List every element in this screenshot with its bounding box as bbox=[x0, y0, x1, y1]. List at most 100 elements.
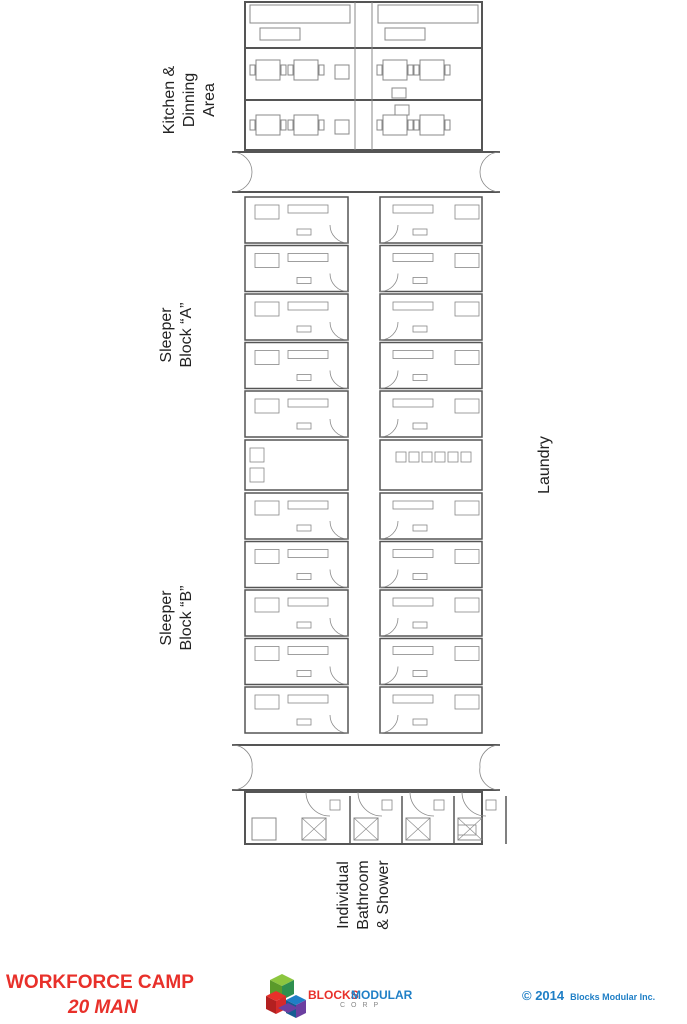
sleeper-room-right bbox=[379, 589, 483, 637]
blocks-modular-logo-icon bbox=[266, 974, 306, 1018]
desk-icon bbox=[287, 301, 329, 311]
sleeper-room-right bbox=[379, 540, 483, 589]
bathroom-label-line-2: Bathroom bbox=[355, 860, 372, 930]
shower-icon bbox=[353, 817, 379, 841]
sleeper-room-right bbox=[379, 637, 483, 686]
dining-chair bbox=[280, 119, 287, 131]
sleeper-room-left bbox=[244, 390, 349, 438]
bed-icon bbox=[254, 597, 280, 613]
desk-icon bbox=[392, 597, 434, 607]
room-door-swing-icon bbox=[379, 224, 399, 244]
dining-table bbox=[293, 114, 319, 136]
washer-icon bbox=[457, 824, 477, 836]
bed-icon bbox=[454, 500, 480, 516]
camp-capacity-subtitle: 20 MAN bbox=[68, 997, 138, 1018]
dining-table bbox=[382, 114, 408, 136]
sleeper-a-label-line-2: Block “A” bbox=[178, 302, 195, 368]
dining-chair bbox=[444, 119, 451, 131]
dining-chair bbox=[334, 119, 350, 135]
kitchen-appliance bbox=[259, 27, 301, 41]
chair-icon bbox=[412, 621, 428, 629]
chair-icon bbox=[296, 670, 312, 677]
utility-module-left bbox=[244, 439, 349, 491]
room-door-swing-icon bbox=[379, 617, 399, 637]
washer-icon bbox=[408, 451, 420, 463]
sleeper-room-left bbox=[244, 492, 349, 540]
dining-chair bbox=[287, 64, 294, 76]
shower-icon bbox=[251, 817, 277, 841]
dining-table bbox=[382, 59, 408, 81]
washer-icon bbox=[395, 451, 407, 463]
desk-icon bbox=[392, 253, 434, 262]
bed-icon bbox=[454, 398, 480, 414]
desk-icon bbox=[287, 204, 329, 214]
dining-chair bbox=[249, 64, 256, 76]
chair-icon bbox=[296, 621, 312, 629]
bathroom-shower-label: Individual Bathroom & Shower bbox=[334, 840, 394, 950]
sleeper-block-b-label: Sleeper Block “B” bbox=[157, 568, 197, 668]
brand-modular-text: MODULAR bbox=[351, 988, 413, 1002]
room-door-swing-icon bbox=[329, 224, 349, 244]
kitchen-label-line-2: Dinning bbox=[181, 72, 198, 128]
desk-icon bbox=[287, 549, 329, 558]
shower-drain-line bbox=[457, 817, 483, 841]
corridor-door-swing-icon bbox=[231, 766, 253, 791]
bed-icon bbox=[454, 350, 480, 365]
dining-chair bbox=[249, 119, 256, 131]
chair-icon bbox=[412, 718, 428, 726]
chair-icon bbox=[296, 524, 312, 532]
dining-table bbox=[419, 114, 445, 136]
room-door-swing-icon bbox=[379, 273, 399, 292]
shower-drain-line bbox=[353, 817, 379, 841]
sleeper-room-left bbox=[244, 637, 349, 686]
dining-chair bbox=[280, 64, 287, 76]
chair-icon bbox=[412, 277, 428, 284]
room-door-swing-icon bbox=[379, 418, 399, 438]
room-door-swing-icon bbox=[329, 617, 349, 637]
desk-icon bbox=[392, 549, 434, 558]
desk-icon bbox=[287, 253, 329, 262]
desk-icon bbox=[287, 350, 329, 359]
kitchen-sink bbox=[394, 104, 410, 116]
room-door-swing-icon bbox=[329, 321, 349, 341]
bed-icon bbox=[254, 204, 280, 220]
toilet-icon bbox=[249, 467, 265, 483]
bed-icon bbox=[454, 549, 480, 564]
room-door-swing-icon bbox=[379, 520, 399, 540]
sleeper-room-left bbox=[244, 686, 349, 734]
sleeper-room-left bbox=[244, 341, 349, 390]
laundry-label: Laundry bbox=[535, 425, 555, 505]
room-door-swing-icon bbox=[379, 321, 399, 341]
sleeper-room-right bbox=[379, 196, 483, 244]
dining-table bbox=[255, 59, 281, 81]
room-door-swing-icon bbox=[329, 418, 349, 438]
kitchen-label-line-1: Kitchen & bbox=[161, 65, 178, 135]
dining-chair bbox=[318, 64, 325, 76]
bathroom-label-line-3: & Shower bbox=[375, 860, 392, 930]
bed-icon bbox=[254, 694, 280, 710]
dining-chair bbox=[407, 64, 414, 76]
chair-icon bbox=[296, 718, 312, 726]
sleeper-room-left bbox=[244, 244, 349, 293]
bed-icon bbox=[254, 301, 280, 317]
desk-icon bbox=[392, 646, 434, 655]
room-door-swing-icon bbox=[329, 273, 349, 292]
shower-icon bbox=[405, 817, 431, 841]
kitchen-label-line-3: Area bbox=[201, 83, 218, 117]
chair-icon bbox=[296, 573, 312, 580]
desk-icon bbox=[287, 597, 329, 607]
bathroom-door-swing-icon bbox=[357, 791, 383, 817]
corridor-door-swing-icon bbox=[231, 151, 253, 173]
dining-chair bbox=[407, 119, 414, 131]
desk-icon bbox=[392, 694, 434, 704]
desk-icon bbox=[287, 500, 329, 510]
laundry-module bbox=[379, 439, 483, 491]
dining-table bbox=[255, 114, 281, 136]
sleeper-room-right bbox=[379, 390, 483, 438]
brand-blocks-text: BLOCKS bbox=[308, 988, 359, 1002]
corridor-door-swing-icon bbox=[231, 744, 253, 768]
kitchen-counter bbox=[249, 4, 351, 24]
bathroom-door-swing-icon bbox=[409, 791, 435, 817]
sleeper-block-a-label: Sleeper Block “A” bbox=[157, 285, 197, 385]
